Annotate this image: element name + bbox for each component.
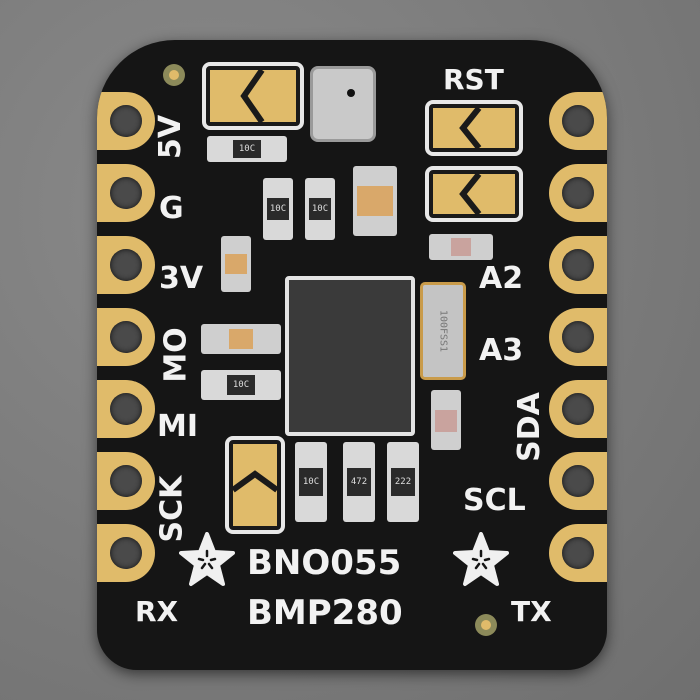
pin-pad-3v xyxy=(97,236,155,294)
pin-pad-mo xyxy=(97,308,155,366)
resistor-r2: 10C xyxy=(263,178,293,240)
crystal-marking: 100FSS1 xyxy=(437,309,449,353)
resistor-code: 10C xyxy=(267,198,289,220)
product-name-bmp280: BMP280 xyxy=(247,593,403,633)
resistor-r1: 10C xyxy=(207,136,287,162)
pin-pad-scl xyxy=(549,452,607,510)
label-g: G xyxy=(159,191,184,226)
label-tx: TX xyxy=(511,595,552,628)
label-rx: RX xyxy=(135,595,179,628)
pin-pad-5v xyxy=(97,92,155,150)
capacitor-c3 xyxy=(201,324,281,354)
resistor-code: 472 xyxy=(347,468,371,496)
resistor-r3: 10C xyxy=(305,178,335,240)
resistor-code: 10C xyxy=(233,140,261,158)
label-sda: SDA xyxy=(511,392,547,462)
solder-jumper-addr xyxy=(425,166,523,222)
resistor-r6: 472 xyxy=(343,442,375,522)
bmp280-pressure-sensor xyxy=(310,66,376,142)
resistor-code: 10C xyxy=(299,468,323,496)
capacitor-c5 xyxy=(431,390,461,450)
pin-pad-sda xyxy=(549,380,607,438)
solder-jumper-bottom xyxy=(225,436,285,534)
label-mi: MI xyxy=(157,409,199,444)
resistor-code: 222 xyxy=(391,468,415,496)
adafruit-flower-star-icon xyxy=(453,532,509,586)
label-rst: RST xyxy=(443,63,504,96)
label-5v: 5V xyxy=(153,114,189,160)
adafruit-flower-star-icon xyxy=(179,532,235,586)
fiducial-top-left xyxy=(163,64,185,86)
fiducial-bottom-right xyxy=(475,614,497,636)
label-a2: A2 xyxy=(479,261,524,296)
pin-pad-rx xyxy=(97,524,155,582)
label-3v: 3V xyxy=(159,261,204,296)
pin-pad-a3 xyxy=(549,308,607,366)
bno055-imu-chip xyxy=(285,276,415,436)
pin-pad-mi xyxy=(97,380,155,438)
pin-pad-tx xyxy=(549,524,607,582)
label-mo: MO xyxy=(158,327,194,383)
label-scl: SCL xyxy=(463,483,526,518)
resistor-code: 10C xyxy=(309,198,331,220)
pin-pad-unlabeled xyxy=(549,164,607,222)
resistor-code: 10C xyxy=(227,375,255,395)
pin-pad-rst xyxy=(549,92,607,150)
resistor-r5: 10C xyxy=(295,442,327,522)
pin-pad-sck xyxy=(97,452,155,510)
pin-pad-a2 xyxy=(549,236,607,294)
solder-jumper-top xyxy=(202,62,304,130)
resistor-r4: 10C xyxy=(201,370,281,400)
pin-pad-g xyxy=(97,164,155,222)
solder-jumper-rst xyxy=(425,100,523,156)
crystal-oscillator: 100FSS1 xyxy=(420,282,466,380)
resistor-r7: 222 xyxy=(387,442,419,522)
label-a3: A3 xyxy=(479,333,524,368)
pcb-board: 5V G 3V MO MI SCK RX RST A2 A3 SDA SCL T… xyxy=(97,40,607,670)
capacitor-c4 xyxy=(429,234,493,260)
capacitor-c1 xyxy=(353,166,397,236)
capacitor-c2 xyxy=(221,236,251,292)
product-name-bno055: BNO055 xyxy=(247,543,402,583)
